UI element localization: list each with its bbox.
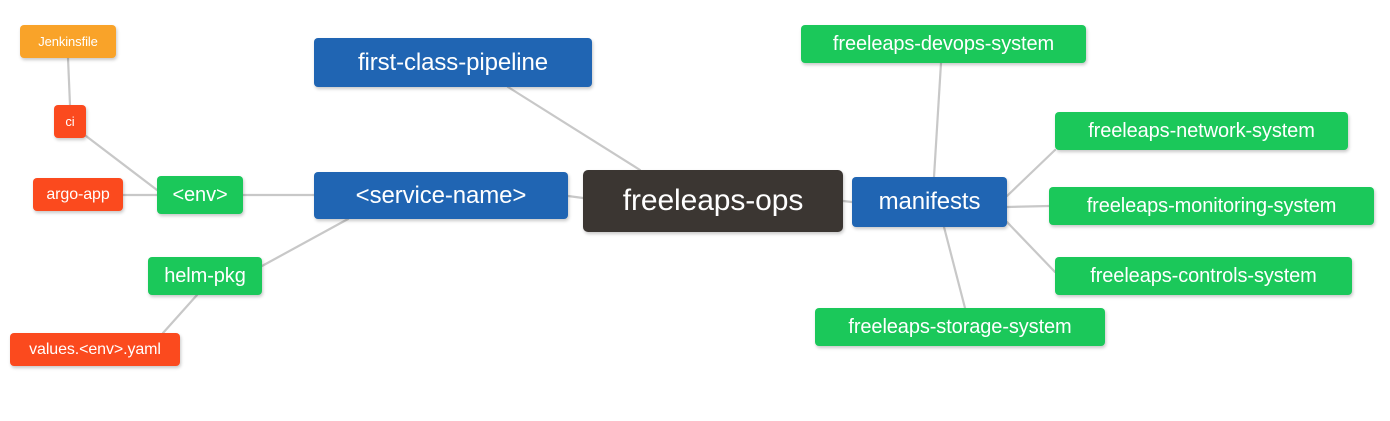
node-monitoring-system[interactable]: freeleaps-monitoring-system	[1049, 187, 1374, 225]
node-label-values-env-yaml: values.<env>.yaml	[29, 340, 161, 358]
node-label-ci: ci	[65, 114, 75, 129]
node-devops-system[interactable]: freeleaps-devops-system	[801, 25, 1086, 63]
edge-manifests-to-storage-system	[942, 225, 967, 310]
node-label-devops-system: freeleaps-devops-system	[832, 33, 1055, 55]
node-network-system[interactable]: freeleaps-network-system	[1055, 112, 1348, 150]
node-service-name[interactable]: <service-name>	[314, 172, 568, 219]
edge-manifests-to-devops-system	[932, 61, 943, 179]
node-first-class-pipeline[interactable]: first-class-pipeline	[314, 38, 592, 87]
node-jenkinsfile[interactable]: Jenkinsfile	[20, 25, 116, 58]
edge-first-class-pipeline-to-freeleaps-ops	[506, 85, 642, 172]
node-label-network-system: freeleaps-network-system	[1088, 120, 1315, 142]
node-ci[interactable]: ci	[54, 105, 86, 138]
node-freeleaps-ops[interactable]: freeleaps-ops	[583, 170, 843, 232]
node-label-storage-system: freeleaps-storage-system	[848, 316, 1072, 338]
node-helm-pkg[interactable]: helm-pkg	[148, 257, 262, 295]
node-label-jenkinsfile: Jenkinsfile	[38, 34, 98, 49]
node-label-helm-pkg: helm-pkg	[164, 265, 246, 287]
node-label-manifests: manifests	[878, 188, 981, 215]
edge-helm-pkg-to-service-name	[260, 217, 350, 268]
node-env[interactable]: <env>	[157, 176, 243, 214]
node-label-controls-system: freeleaps-controls-system	[1090, 265, 1317, 287]
edge-freeleaps-ops-to-manifests	[841, 199, 854, 204]
edge-manifests-to-network-system	[1005, 148, 1057, 198]
edge-values-env-yaml-to-helm-pkg	[161, 293, 199, 335]
edge-manifests-to-monitoring-system	[1005, 204, 1051, 209]
edge-service-name-to-freeleaps-ops	[566, 194, 585, 200]
node-label-first-class-pipeline: first-class-pipeline	[357, 48, 549, 76]
node-label-service-name: <service-name>	[355, 181, 527, 209]
node-label-freeleaps-ops: freeleaps-ops	[622, 184, 804, 217]
edge-jenkinsfile-to-ci	[66, 56, 72, 107]
node-argo-app[interactable]: argo-app	[33, 178, 123, 211]
node-storage-system[interactable]: freeleaps-storage-system	[815, 308, 1105, 346]
node-label-env: <env>	[172, 184, 228, 206]
node-manifests[interactable]: manifests	[852, 177, 1007, 227]
node-controls-system[interactable]: freeleaps-controls-system	[1055, 257, 1352, 295]
node-label-monitoring-system: freeleaps-monitoring-system	[1086, 195, 1337, 217]
node-values-env-yaml[interactable]: values.<env>.yaml	[10, 333, 180, 366]
edge-manifests-to-controls-system	[1005, 220, 1057, 274]
node-label-argo-app: argo-app	[46, 185, 110, 203]
